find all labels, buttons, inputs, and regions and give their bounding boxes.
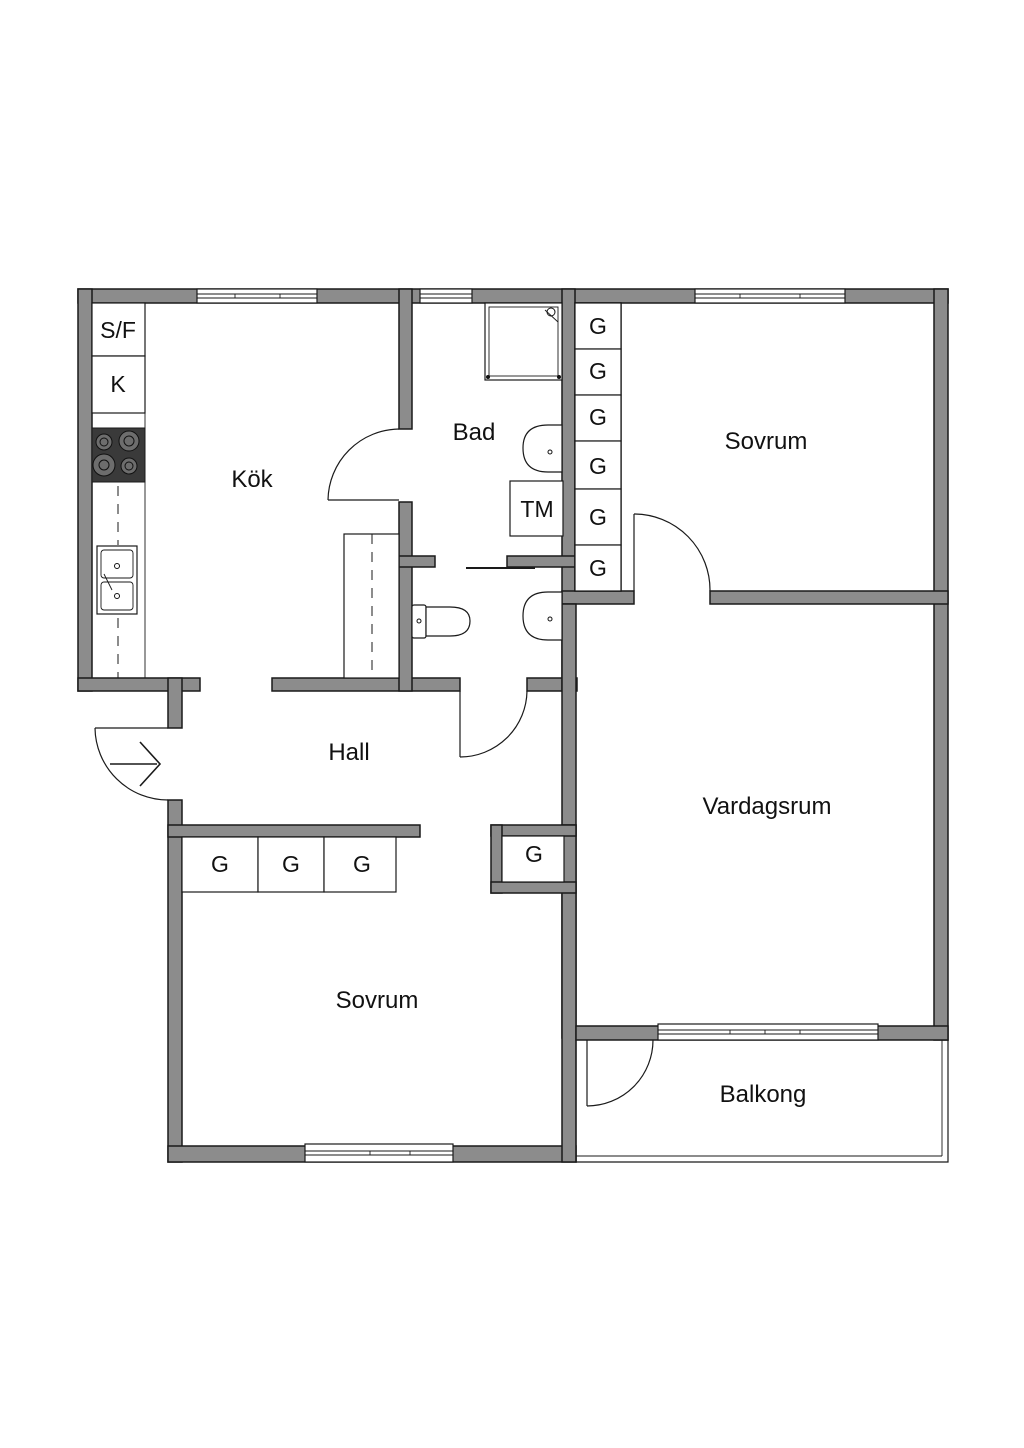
fridge-shelf xyxy=(343,533,400,679)
bath-fixtures xyxy=(411,302,564,641)
door-bath xyxy=(459,690,528,758)
shower-icon xyxy=(484,302,563,381)
fixture-label-k: K xyxy=(110,371,126,397)
washbasin-icon-bottom xyxy=(522,591,563,641)
door-sovrum-top xyxy=(633,513,711,592)
k-cabinet xyxy=(91,355,146,414)
room-label-sovrum-top: Sovrum xyxy=(725,428,808,455)
stove-icon xyxy=(91,427,146,483)
room-label-sovrum-bottom: Sovrum xyxy=(336,987,419,1014)
closet-label: G xyxy=(211,851,229,877)
kitchen-fixtures xyxy=(91,302,400,679)
closet-label: G xyxy=(589,358,607,384)
balcony-outline xyxy=(575,1040,949,1163)
washbasin-icon-top xyxy=(522,424,563,473)
closet-label: G xyxy=(589,504,607,530)
door-kitchen xyxy=(327,428,400,501)
fixture-label-sf: S/F xyxy=(100,317,136,343)
doors xyxy=(94,428,711,1107)
window-sovrum-bottom xyxy=(304,1143,454,1163)
closet-label: G xyxy=(525,841,543,867)
closet-label: G xyxy=(282,851,300,877)
tm-cabinet xyxy=(509,480,564,537)
room-label-vardagsrum: Vardagsrum xyxy=(703,793,832,820)
entrance-arrow-icon xyxy=(110,741,162,787)
toilet-icon xyxy=(411,604,471,639)
window-kitchen xyxy=(196,288,318,304)
window-vardagsrum xyxy=(657,1023,879,1041)
closet-label: G xyxy=(589,453,607,479)
window-bath xyxy=(419,288,473,304)
closet-label: G xyxy=(589,404,607,430)
sf-cabinet xyxy=(91,302,146,357)
closets xyxy=(181,302,622,893)
windows xyxy=(196,288,879,1163)
room-label-hall: Hall xyxy=(328,739,369,766)
closet-label: G xyxy=(589,555,607,581)
entrance-door xyxy=(94,727,169,801)
closet-label: G xyxy=(589,313,607,339)
sink-icon xyxy=(96,545,138,615)
fixture-label-tm: TM xyxy=(520,496,553,522)
door-balcony xyxy=(586,1039,654,1107)
closet-label: G xyxy=(353,851,371,877)
labels: Kök Bad Sovrum Hall Vardagsrum Sovrum Ba… xyxy=(100,313,831,1108)
room-label-bad: Bad xyxy=(453,419,496,446)
room-label-kok: Kök xyxy=(231,466,273,493)
window-sovrum-top xyxy=(694,288,846,304)
room-label-balkong: Balkong xyxy=(720,1081,807,1108)
